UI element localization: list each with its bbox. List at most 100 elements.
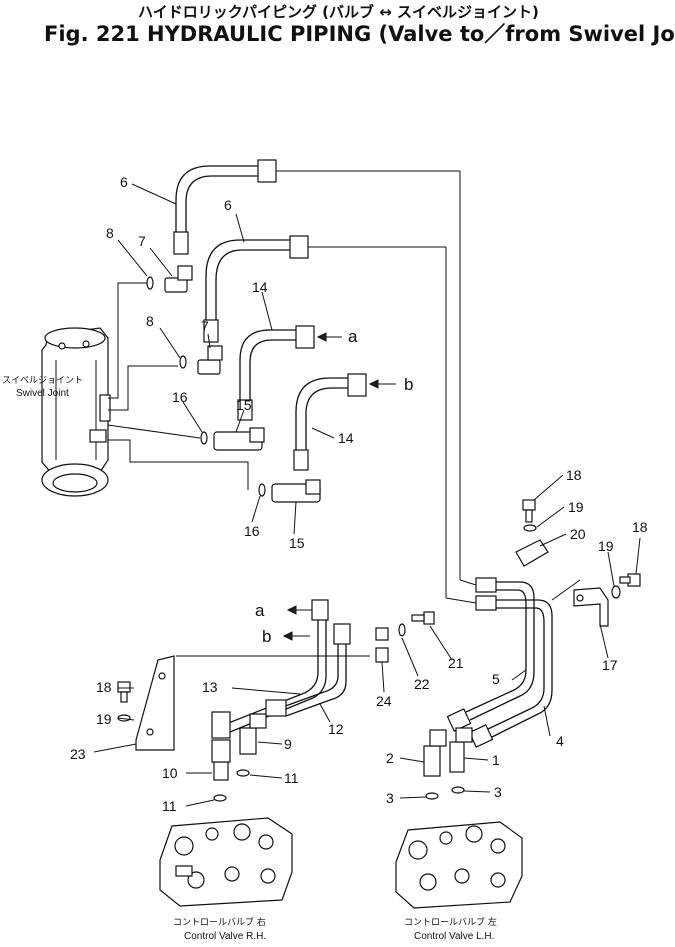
washer-19-right bbox=[611, 585, 621, 599]
pipe-13 bbox=[211, 599, 329, 739]
callout-15-lower: 15 bbox=[289, 535, 305, 551]
callout-16-lower: 16 bbox=[244, 523, 260, 539]
bracket-17 bbox=[573, 587, 609, 627]
o-ring-8-upper bbox=[146, 276, 154, 290]
arrow-a-upper-head bbox=[316, 332, 327, 342]
elbow-9 bbox=[239, 713, 267, 755]
o-ring-11-right bbox=[236, 769, 250, 777]
callout-23: 23 bbox=[70, 746, 86, 762]
clamp-20 bbox=[515, 539, 549, 567]
callout-3-left: 3 bbox=[386, 790, 394, 806]
title-japanese: ハイドロリックパイピング (バルブ ↔ スイベルジョイント) bbox=[138, 3, 539, 21]
callout-18-upper: 18 bbox=[566, 467, 582, 483]
callout-21: 21 bbox=[448, 655, 464, 671]
o-ring-11-left bbox=[213, 794, 227, 802]
bracket-23 bbox=[135, 655, 175, 751]
callout-18-left: 18 bbox=[96, 679, 112, 695]
leader-line-15-lower bbox=[108, 439, 249, 490]
elbow-7-lower bbox=[197, 345, 223, 375]
pipe-4 bbox=[468, 595, 553, 748]
bolt-21 bbox=[411, 611, 435, 625]
o-ring-3-right bbox=[451, 786, 465, 794]
hose-6-upper bbox=[173, 159, 461, 580]
callout-14-lower: 14 bbox=[338, 430, 354, 446]
leader-line-15-upper bbox=[107, 424, 201, 439]
swivel-joint bbox=[41, 327, 111, 497]
callout-10: 10 bbox=[162, 765, 178, 781]
pipe-5-link bbox=[459, 579, 477, 586]
hose-14-upper bbox=[237, 325, 315, 421]
connector-10 bbox=[211, 739, 231, 781]
callout-8-lower: 8 bbox=[146, 313, 154, 329]
callout-6-lower: 6 bbox=[224, 197, 232, 213]
control-valve-lh-label-en: Control Valve L.H. bbox=[414, 931, 494, 942]
callout-22: 22 bbox=[414, 676, 430, 692]
callout-12: 12 bbox=[328, 721, 344, 737]
arrow-a-lower-head bbox=[286, 605, 297, 615]
callout-6-upper: 6 bbox=[120, 174, 128, 190]
bolt-18-right bbox=[619, 573, 641, 587]
washer-22 bbox=[398, 623, 406, 637]
callout-11-left: 11 bbox=[162, 798, 177, 814]
connection-b-lower: b bbox=[262, 627, 271, 646]
callout-7-lower: 7 bbox=[201, 318, 209, 334]
arrow-b-upper-head bbox=[368, 379, 379, 389]
callout-1: 1 bbox=[492, 752, 500, 768]
clamp-link bbox=[551, 579, 581, 601]
clamp-24 bbox=[375, 627, 389, 663]
callout-9: 9 bbox=[284, 736, 292, 752]
callout-13: 13 bbox=[202, 679, 218, 695]
title-english: Fig. 221 HYDRAULIC PIPING (Valve to／from… bbox=[44, 22, 675, 46]
callout-14-upper: 14 bbox=[252, 279, 268, 295]
elbow-15-lower bbox=[271, 479, 321, 503]
pipe-12 bbox=[265, 623, 351, 717]
callout-numbers: 6 6 8 7 8 7 14 14 16 15 16 15 18 19 20 1… bbox=[70, 174, 648, 814]
o-ring-3-left bbox=[425, 792, 439, 800]
pipe-4-link bbox=[445, 597, 477, 604]
callout-17: 17 bbox=[602, 657, 618, 673]
callout-5: 5 bbox=[492, 671, 500, 687]
connection-b-upper: b bbox=[404, 375, 413, 394]
hose-6-lower bbox=[203, 235, 447, 598]
control-valve-rh-label-jp: コントロールバルブ 右 bbox=[173, 916, 266, 928]
callout-20: 20 bbox=[570, 526, 586, 542]
control-valve-lh-label-jp: コントロールバルブ 左 bbox=[404, 916, 497, 928]
leader-lines bbox=[93, 183, 641, 807]
leader-line-7-lower bbox=[108, 365, 178, 411]
o-ring-16-lower bbox=[258, 483, 266, 497]
hose-14-lower bbox=[293, 373, 367, 471]
callout-11-right: 11 bbox=[284, 770, 299, 786]
washer-19-upper bbox=[523, 524, 537, 532]
swivel-joint-label-en: Swivel Joint bbox=[16, 388, 69, 399]
elbow-7-upper bbox=[164, 265, 193, 293]
callout-19-right: 19 bbox=[598, 538, 614, 554]
callout-15-upper: 15 bbox=[236, 397, 252, 413]
leader-line-7-upper bbox=[108, 282, 148, 399]
o-ring-8-lower bbox=[179, 355, 187, 369]
callout-16-upper: 16 bbox=[172, 389, 188, 405]
pipe-5 bbox=[446, 577, 535, 732]
control-valve-rh-label-en: Control Valve R.H. bbox=[184, 931, 266, 942]
swivel-joint-label-jp: スイベルジョイント bbox=[2, 376, 83, 386]
connection-a-upper: a bbox=[348, 327, 358, 346]
bolt-18-upper bbox=[522, 499, 536, 523]
callout-2: 2 bbox=[386, 750, 394, 766]
elbow-1 bbox=[449, 727, 473, 773]
callout-18-right: 18 bbox=[632, 519, 648, 535]
callout-19-upper: 19 bbox=[568, 499, 584, 515]
connection-a-lower: a bbox=[255, 601, 265, 620]
elbow-15-upper bbox=[213, 427, 265, 451]
callout-4: 4 bbox=[556, 733, 564, 749]
callout-3-right: 3 bbox=[494, 784, 502, 800]
callout-19-left: 19 bbox=[96, 711, 112, 727]
elbow-2 bbox=[423, 729, 447, 777]
callout-24: 24 bbox=[376, 693, 392, 709]
arrow-b-lower-head bbox=[282, 631, 293, 641]
control-valve-rh bbox=[159, 817, 293, 907]
callout-8-upper: 8 bbox=[106, 225, 114, 241]
control-valve-lh bbox=[395, 821, 523, 909]
callout-7-upper: 7 bbox=[138, 233, 146, 249]
o-ring-16-upper bbox=[200, 431, 208, 445]
